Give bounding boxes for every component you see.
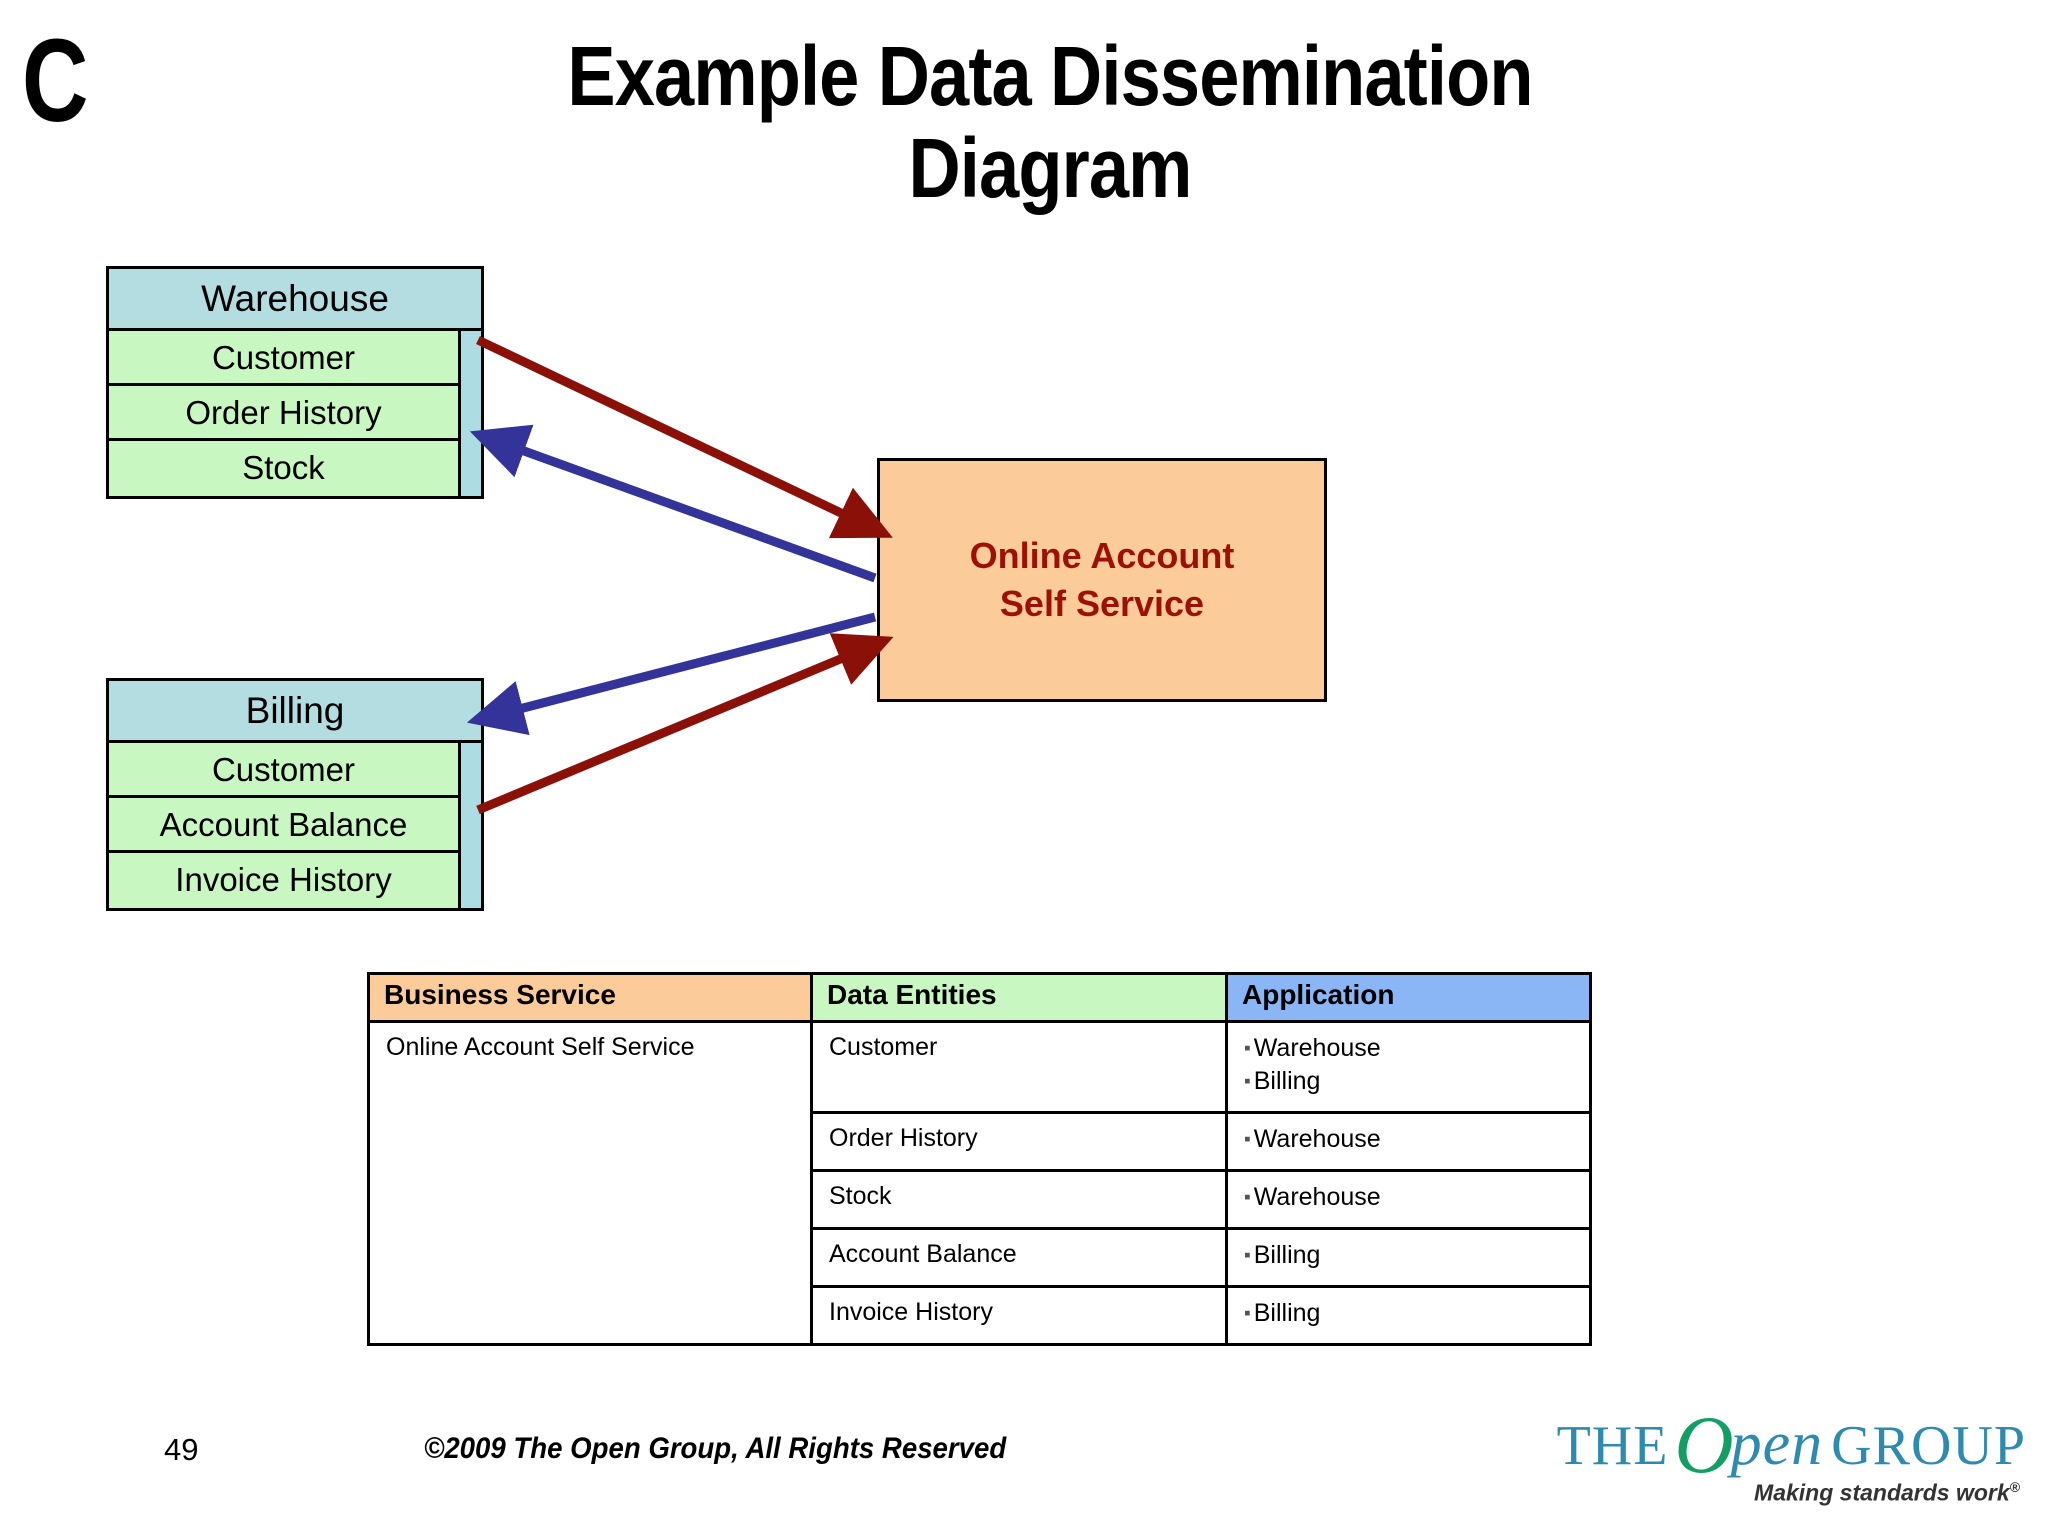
entity-row: Account Balance [109,798,461,853]
column-header-business-service: Business Service [367,972,813,1023]
logo-o-glyph: O [1674,1399,1735,1490]
arrow-warehouse-to-application [476,335,893,539]
cell-data-entity: Stock [810,1169,1228,1230]
application-bullet: Billing [1244,1066,1573,1099]
entity-row-list-warehouse: Customer Order History Stock [109,331,481,496]
table-row: Stock Warehouse [369,1169,1592,1230]
page-number: 49 [164,1432,199,1467]
arrow-application-to-warehouse [469,424,877,583]
entity-row: Order History [109,386,461,441]
appendix-letter: C [22,15,88,147]
cell-applications: Billing [1225,1227,1592,1288]
entity-header-billing: Billing [109,681,481,743]
cell-data-entity: Customer [810,1020,1228,1114]
arrow-application-to-billing [466,612,877,736]
arrow-billing-to-application [476,633,894,815]
application-bullet: Billing [1244,1298,1573,1331]
application-box-label: Online Account Self Service [970,532,1235,628]
cell-applications: Billing [1225,1285,1592,1346]
application-bullet: Billing [1244,1240,1573,1273]
entity-row: Invoice History [109,853,461,908]
application-bullet: Warehouse [1244,1182,1573,1215]
service-entity-application-table: Business Service Data Entities Applicati… [367,972,1592,1346]
logo-tagline-text: Making standards work [1754,1479,2010,1506]
entity-header-warehouse: Warehouse [109,269,481,331]
entity-box-warehouse[interactable]: Warehouse Customer Order History Stock [106,266,484,499]
page-title: Example Data Dissemination Diagram [200,30,1900,214]
cell-business-service: Online Account Self Service [367,1020,813,1346]
application-label-line-1: Online Account [969,535,1235,576]
registered-mark: ® [2009,1479,2020,1495]
entity-row: Customer [109,331,461,386]
entity-row: Customer [109,743,461,798]
table-row: Invoice History Billing [369,1285,1592,1346]
logo-tagline: Making standards work® [1526,1479,2020,1507]
cell-applications: Warehouse [1225,1169,1592,1230]
table-header-row: Business Service Data Entities Applicati… [367,972,1592,1023]
entity-row: Stock [109,441,461,496]
entity-row-list-billing: Customer Account Balance Invoice History [109,743,481,908]
cell-applications: Warehouse Billing [1225,1020,1592,1114]
application-label-line-2: Self Service [999,583,1205,624]
cell-data-entity: Order History [810,1111,1228,1172]
logo-group: GROUP [1831,1415,2026,1477]
cell-applications: Warehouse [1225,1111,1592,1172]
logo-pen: pen [1730,1410,1824,1478]
application-bullet: Warehouse [1244,1033,1573,1066]
column-header-data-entities: Data Entities [810,972,1228,1023]
table-row: Order History Warehouse [369,1111,1592,1172]
slide-title-area: C Example Data Dissemination Diagram [0,10,2048,240]
table-row: Online Account Self Service Customer War… [367,1020,1592,1346]
table-row: Account Balance Billing [369,1227,1592,1288]
entity-box-billing[interactable]: Billing Customer Account Balance Invoice… [106,678,484,911]
cell-data-entity: Invoice History [810,1285,1228,1346]
cell-data-entity: Account Balance [810,1227,1228,1288]
application-box-online-account-self-service[interactable]: Online Account Self Service [877,458,1327,702]
application-bullet: Warehouse [1244,1124,1573,1157]
copyright-notice: ©2009 The Open Group, All Rights Reserve… [424,1432,1007,1465]
column-header-application: Application [1225,972,1592,1023]
page-title-line-2: Diagram [908,121,1192,215]
logo-the: THE [1556,1415,1669,1477]
page-title-line-1: Example Data Dissemination [567,29,1533,123]
